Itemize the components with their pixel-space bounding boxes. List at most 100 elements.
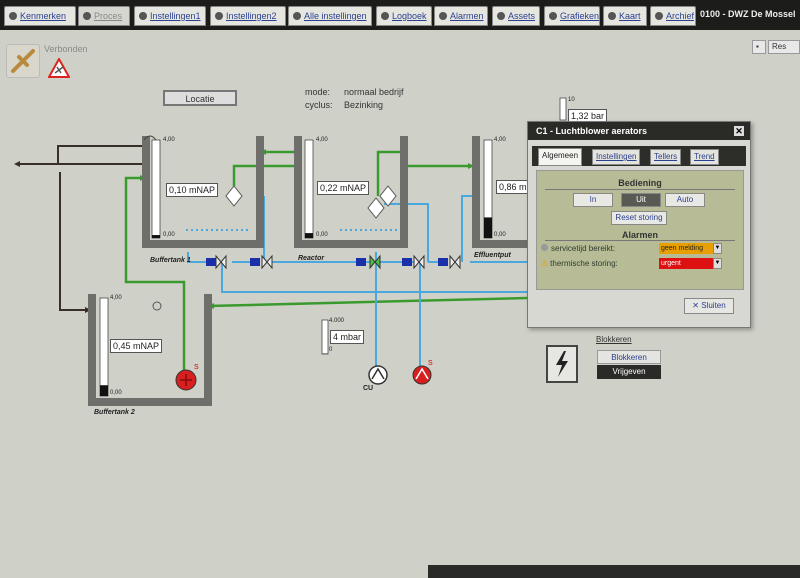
archive-icon [655, 12, 663, 20]
pump-icon[interactable] [412, 365, 432, 385]
alarm-row-servicetijd: servicetijd bereikt: [541, 244, 615, 253]
save-icon[interactable]: ▪ [752, 40, 766, 54]
mode-in-button[interactable]: In [573, 193, 613, 207]
close-icon: ✕ [692, 301, 702, 310]
effluentput-value[interactable]: 0,86 mN [496, 180, 537, 194]
effluentput-tank [472, 136, 527, 248]
info-icon [9, 12, 17, 20]
buffertank-2-level [100, 385, 108, 396]
lightning-icon [546, 345, 578, 383]
buffertank-1-scale-top: 4,00 [163, 137, 175, 143]
tab-logboek[interactable]: Logboek [376, 6, 432, 26]
reset-storing-button[interactable]: Reset storing [611, 211, 667, 225]
buffertank-1-level [152, 235, 160, 238]
valve-icon[interactable] [250, 254, 273, 270]
wrench-icon [215, 12, 223, 20]
dialog-tab-algemeen[interactable]: Algemeen [538, 148, 583, 166]
pressure-value[interactable]: 4 mbar [330, 330, 365, 344]
gear-icon [83, 12, 91, 20]
tab-instellingen1[interactable]: Instellingen1 [134, 6, 206, 26]
tab-alarmen[interactable]: Alarmen [434, 6, 488, 26]
pressure-scale-bottom: 0 [329, 347, 333, 353]
mode-value: normaal bedrijf [344, 87, 404, 97]
chevron-down-icon[interactable]: ▼ [713, 243, 722, 254]
overflow-icon [143, 135, 157, 141]
buffertank-2-value[interactable]: 0,45 mNAP [110, 339, 163, 353]
chart-icon [549, 12, 557, 20]
mode-auto-button[interactable]: Auto [665, 193, 705, 207]
buffertank-2-scale-bottom: 0,00 [110, 390, 122, 396]
reactor-label: Reactor [298, 255, 325, 262]
station-title: 0100 - DWZ De Mossel [700, 9, 796, 19]
inflow-pipes [18, 145, 146, 311]
dialog-body: Bediening In Uit Auto Reset storing Alar… [536, 170, 744, 290]
effluentput-label: Effluentput [474, 252, 511, 259]
alarmen-title: Alarmen [621, 230, 658, 240]
blower-icon[interactable] [368, 365, 388, 385]
sluiten-button[interactable]: ✕ Sluiten [684, 298, 734, 314]
dialog-tab-bar: Algemeen Instellingen Tellers Trend [532, 146, 746, 166]
valve-icon[interactable] [402, 254, 425, 270]
buffertank-1-value[interactable]: 0,10 mNAP [166, 183, 219, 197]
green-pipes [124, 150, 528, 372]
thermisch-select[interactable]: urgent [659, 258, 713, 269]
tab-grafieken[interactable]: Grafieken [544, 6, 600, 26]
level-switch-icon [152, 301, 162, 311]
reactor-scale-bottom: 0,00 [316, 232, 328, 238]
divider [545, 189, 735, 190]
chevron-down-icon[interactable]: ▼ [713, 258, 722, 269]
mixer-icon[interactable] [367, 197, 385, 219]
tab-instellingen2[interactable]: Instellingen2 [210, 6, 286, 26]
valve-icon[interactable] [438, 254, 461, 270]
buffertank-1-label: Buffertank 1 [150, 257, 191, 264]
dialog-tab-tellers[interactable]: Tellers [650, 149, 682, 165]
warning-icon: ⚠ [541, 259, 549, 268]
status-dot-icon [541, 244, 548, 251]
blokkeren-title: Blokkeren [596, 335, 632, 344]
effluentput-scale-top: 4,00 [494, 137, 506, 143]
blower-label: CU [363, 385, 374, 392]
reactor-tank [294, 136, 408, 248]
valve-icon[interactable] [206, 254, 227, 270]
reactor-scale-top: 4,00 [316, 137, 328, 143]
buffertank-1-scale-bottom: 0,00 [163, 232, 175, 238]
connection-status: Verbonden [44, 44, 88, 54]
mixer-icon[interactable] [379, 185, 397, 207]
buffertank-2-label: Buffertank 2 [94, 409, 135, 416]
close-icon[interactable]: ✕ [734, 126, 744, 136]
globe-icon [608, 12, 616, 20]
mixer-icon[interactable] [225, 185, 243, 207]
effluentput-level [484, 217, 492, 238]
servicetijd-select[interactable]: geen melding [659, 243, 713, 254]
divider [545, 240, 735, 241]
valve-icon[interactable] [356, 254, 381, 270]
wrench-icon [139, 12, 147, 20]
locatie-button[interactable]: Locatie [163, 90, 237, 106]
top-tab-bar: Kenmerken Proces Instellingen1 Instellin… [0, 0, 800, 30]
connection-plug-icon [6, 44, 40, 78]
pressure-scale-top: 4.000 [329, 318, 345, 324]
cycle-key: cyclus: [305, 100, 333, 110]
dialog-tab-trend[interactable]: Trend [690, 149, 719, 165]
dialog-tab-instellingen[interactable]: Instellingen [592, 149, 641, 165]
book-icon [381, 12, 389, 20]
vrijgeven-button[interactable]: Vrijgeven [597, 365, 661, 379]
list-icon [293, 12, 301, 20]
reactor-value[interactable]: 0,22 mNAP [317, 181, 370, 195]
blower-dialog: C1 - Luchtblower aerators✕ Algemeen Inst… [527, 121, 751, 328]
tab-assets[interactable]: Assets [492, 6, 540, 26]
tab-alle-instellingen[interactable]: Alle instellingen [288, 6, 372, 26]
tab-kaart[interactable]: Kaart [603, 6, 647, 26]
mode-uit-button[interactable]: Uit [621, 193, 661, 207]
blokkeren-button[interactable]: Blokkeren [597, 350, 661, 364]
at-icon [497, 12, 505, 20]
tab-proces[interactable]: Proces [78, 6, 130, 26]
tab-archief[interactable]: Archief [650, 6, 696, 26]
warning-icon [48, 58, 70, 78]
tab-kenmerken[interactable]: Kenmerken [4, 6, 76, 26]
buffertank-2-scale-top: 4,00 [110, 295, 122, 301]
dialog-title: C1 - Luchtblower aerators✕ [528, 122, 750, 140]
alarm-row-thermisch: ⚠thermische storing: [541, 259, 618, 268]
effluentput-scale-bottom: 0,00 [494, 232, 506, 238]
